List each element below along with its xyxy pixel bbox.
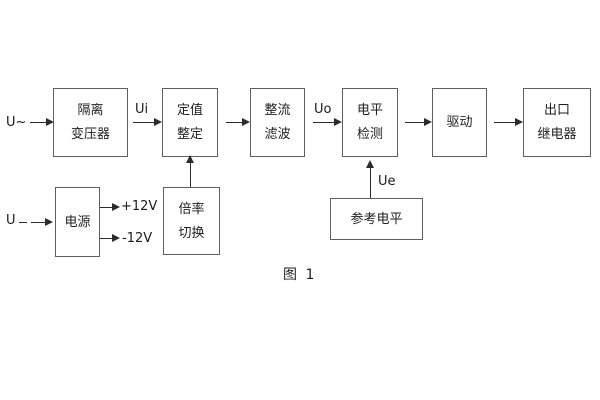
dc-input-label: U [6,213,16,228]
block-label: 变压器 [70,127,110,142]
signal-label-plus-12v: +12V [121,199,158,214]
block-label: 滤波 [264,127,291,142]
arrow-minus-12v [100,234,120,243]
block-output-relay: 出口 继电器 [523,88,591,157]
block-reference-level: 参考电平 [330,198,423,240]
block-isolation-transformer: 隔离 变压器 [53,88,128,157]
block-label: 整定 [176,127,203,142]
arrow-ratio-to-setting [186,155,195,187]
block-label: 电平 [356,103,383,118]
arrow-transformer-to-setting [133,118,162,127]
block-ratio-switch: 倍率 切换 [163,187,220,255]
block-label: 驱动 [446,115,473,130]
signal-label-uo: Uo [314,102,332,117]
block-power-supply: 电源 [55,187,100,257]
block-label: 倍率 [178,201,205,217]
arrow-level-to-driver [405,118,432,127]
block-label: 继电器 [537,127,577,142]
block-label: 隔离 [77,103,104,118]
block-label: 电源 [64,214,91,230]
arrow-setting-to-rectifier [226,118,250,127]
dc-lead-dash-line [19,222,27,223]
block-rectifier-filter: 整流 滤波 [250,88,305,157]
block-level-detection: 电平 检测 [342,88,398,157]
block-driver: 驱动 [432,88,487,157]
signal-label-ue: Ue [378,174,396,189]
block-label: 定值 [176,103,203,118]
block-label: 切换 [178,225,205,241]
block-label: 整流 [264,103,291,118]
arrow-dc-input [31,218,53,227]
block-label: 出口 [543,103,570,118]
arrow-rectifier-to-level [313,118,342,127]
signal-label-ui: Ui [135,102,149,117]
arrow-plus-12v [100,203,120,212]
arrow-ac-input [30,118,54,127]
ac-input-label: U~ [6,115,27,130]
figure-caption: 图 1 [283,267,317,283]
block-label: 检测 [356,127,383,142]
arrow-reference-to-level [366,160,375,198]
signal-label-minus-12v: -12V [122,231,153,246]
block-label: 参考电平 [350,211,403,227]
arrow-driver-to-relay [494,118,523,127]
block-value-setting: 定值 整定 [162,88,218,157]
